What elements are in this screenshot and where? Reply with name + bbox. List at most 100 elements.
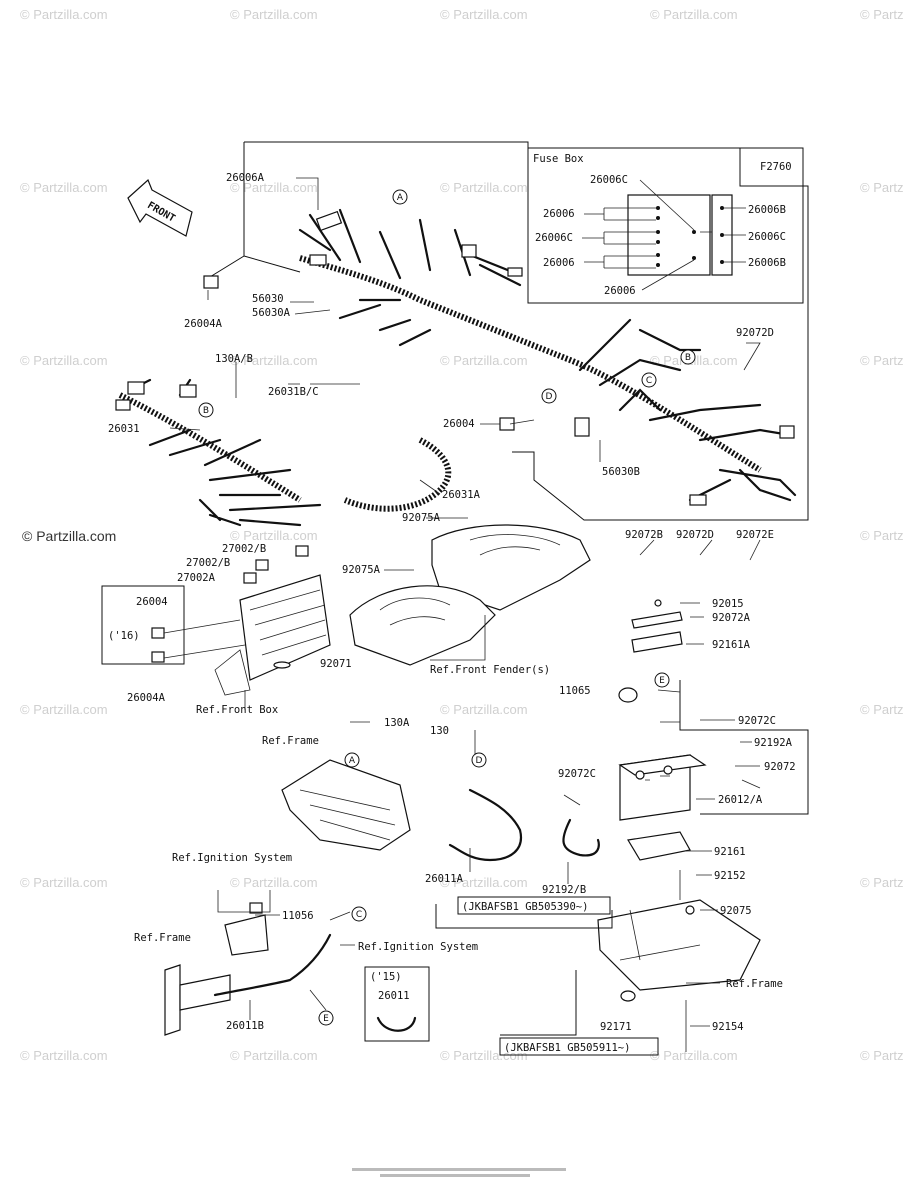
part-92072D: 92072D [736, 327, 774, 339]
callout-E: E [323, 1014, 329, 1024]
watermark: © Partzilla.com [440, 353, 528, 368]
harness-outline [244, 141, 809, 521]
watermark: © Partzilla.com [230, 1048, 318, 1063]
serial-range: (JKBAFSB1 GB505390~) [462, 901, 588, 913]
ref-front-fenders: Ref.Front Fender(s) [430, 664, 550, 676]
battery-case [597, 899, 761, 991]
callout-B: B [203, 406, 209, 416]
part-26011B: 26011B [226, 1020, 264, 1032]
callout-A: A [397, 193, 404, 203]
part-130: 130 [430, 725, 449, 737]
ignition-frame [164, 890, 430, 1042]
watermark: © Partzilla.com [230, 353, 318, 368]
fuse-box: Fuse Box F2760 26006C 26006 26006C 26006… [527, 147, 804, 304]
part-92015: 92015 [712, 598, 744, 610]
part-11065: 11065 [559, 685, 591, 697]
part-92071: 92071 [320, 658, 352, 670]
part-92154: 92154 [712, 1021, 744, 1033]
fuse-label: 26006 [543, 208, 575, 220]
part-26006A: 26006A [226, 172, 265, 184]
reference-labels: Ref.Front Fender(s) Ref.Front Box Ref.Fr… [134, 664, 783, 990]
fuse-label: 26006C [535, 232, 573, 244]
pad-92161A [631, 631, 683, 653]
part-26031BC: 26031B/C [268, 386, 319, 398]
part-92072A: 92072A [712, 612, 751, 624]
callout-C: C [646, 376, 652, 386]
callout-D: D [546, 392, 553, 402]
front-arrow: FRONT [127, 178, 193, 237]
inset-26004-16 [101, 585, 185, 665]
watermark: © Partzilla.com [20, 875, 108, 890]
part-92072D: 92072D [676, 529, 714, 541]
watermark: © Partzilla.com [650, 7, 738, 22]
watermark: © Partzilla.com [20, 180, 108, 195]
fuse-box-frame [527, 147, 804, 304]
part-92072E: 92072E [736, 529, 774, 541]
part-56030A: 56030A [252, 307, 291, 319]
watermark: © Partz [860, 1048, 904, 1063]
watermark: © Partz [860, 180, 904, 195]
part-26031A: 26031A [442, 489, 481, 501]
callout-B: B [685, 353, 691, 363]
part-92075A: 92075A [402, 512, 441, 524]
fuse-label: 26006B [748, 204, 786, 216]
watermark: © Partzilla.com [20, 1048, 108, 1063]
cap-11065 [618, 687, 638, 703]
watermark: © Partzilla.com [440, 7, 528, 22]
watermark: © Partz [860, 875, 904, 890]
band-92072A [631, 611, 683, 629]
frame-section-a [281, 759, 411, 851]
watermark: © Partzilla.com [440, 875, 528, 890]
ref-ignition-system: Ref.Ignition System [172, 852, 292, 864]
watermark: © Partzilla.com [440, 702, 528, 717]
part-26004A: 26004A [184, 318, 223, 330]
ref-ignition-system: Ref.Ignition System [358, 941, 478, 953]
part-labels: 26006A 26004A 56030 56030A 130A/B 26031B… [108, 172, 796, 1033]
watermark: © Partzilla.com [650, 1048, 738, 1063]
part-27002B: 27002/B [222, 543, 266, 555]
part-92152: 92152 [714, 870, 746, 882]
part-92171: 92171 [600, 1021, 632, 1033]
part-92192A: 92192A [754, 737, 793, 749]
part-130A: 130A [384, 717, 410, 729]
harness-26031A [343, 437, 452, 512]
pad-92161 [627, 831, 691, 861]
part-92161: 92161 [714, 846, 746, 858]
fuse-label: 26006 [543, 257, 575, 269]
serial-range: (JKBAFSB1 GB505911~) [504, 1042, 630, 1054]
watermark: © Partz [860, 7, 904, 22]
inset-15 [364, 966, 430, 1042]
watermark: © Partz [860, 353, 904, 368]
callout-C: C [356, 910, 362, 920]
part-26012A: 26012/A [718, 794, 763, 806]
fuse-label: 26006C [590, 174, 628, 186]
watermark: © Partzilla.com [230, 180, 318, 195]
fuse-label: 26006 [604, 285, 636, 297]
callout-D: D [476, 756, 483, 766]
serial-ranges: (JKBAFSB1 GB505390~) (JKBAFSB1 GB505911~… [457, 896, 659, 1056]
leader-lines [169, 177, 761, 1027]
relay-box [101, 545, 331, 710]
model-year-15: ('15) [370, 971, 402, 983]
main-wire-harness [298, 208, 797, 506]
part-130AB: 130A/B [215, 353, 253, 365]
fuse-slots [656, 206, 724, 267]
part-92192B: 92192/B [542, 884, 586, 896]
watermark: © Partzilla.com [440, 180, 528, 195]
part-11056: 11056 [282, 910, 314, 922]
part-92072: 92072 [764, 761, 796, 773]
watermark: © Partzilla.com [230, 7, 318, 22]
sub-harness-26031 [115, 378, 322, 527]
part-92072B: 92072B [625, 529, 663, 541]
watermark-grid: © Partzilla.com © Partzilla.com © Partzi… [20, 7, 904, 1063]
part-92075: 92075 [720, 905, 752, 917]
watermark: © Partzilla.com [20, 353, 108, 368]
watermark: © Partzilla.com [20, 7, 108, 22]
watermark-dark: © Partzilla.com [22, 528, 116, 544]
harness-outline [204, 142, 245, 281]
watermark: © Partz [860, 528, 904, 543]
part-92075A: 92075A [342, 564, 381, 576]
ref-frame: Ref.Frame [726, 978, 783, 990]
